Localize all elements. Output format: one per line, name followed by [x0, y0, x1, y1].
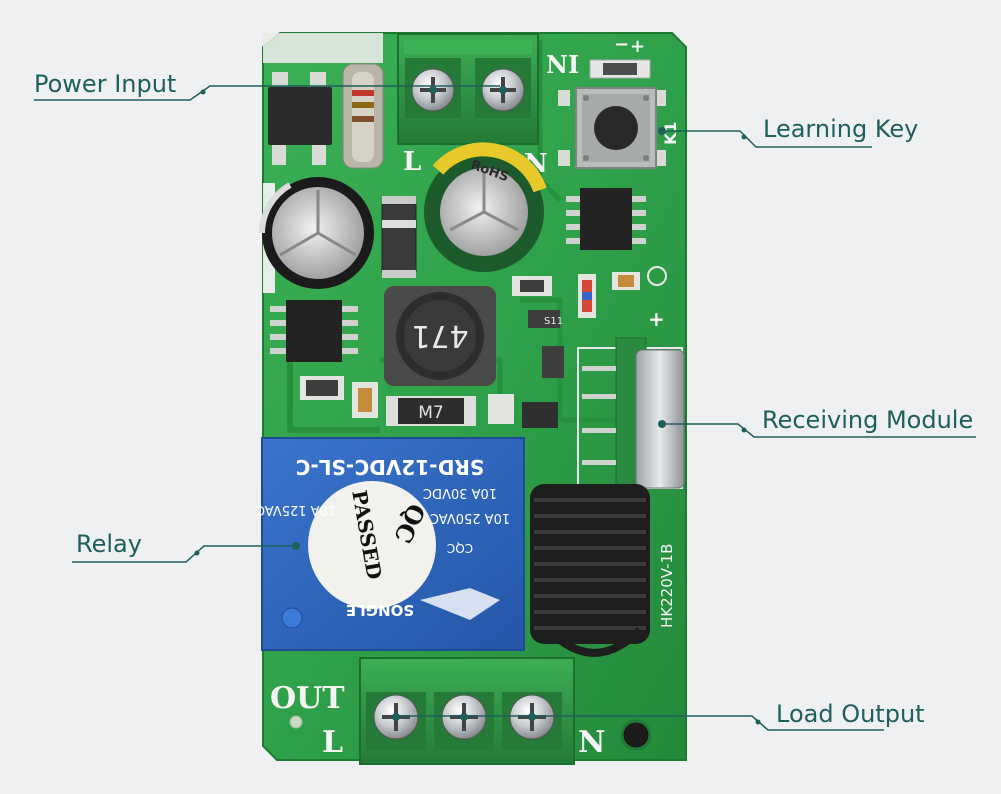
receiving-module-line: [662, 423, 976, 438]
rectifier-diode: [381, 196, 417, 278]
relay-model-text: SRD-12VDC-SL-C: [296, 455, 485, 479]
resistor: [342, 63, 384, 169]
relay-rating-1: 10A 30VDC: [423, 485, 497, 500]
m7-diode: [386, 396, 476, 426]
relay-rating-3: 10A 125VAC: [256, 502, 336, 517]
regulator-chip: [268, 72, 332, 165]
model-label: HK220V-1B: [658, 544, 676, 628]
smd-code-label: S11: [544, 316, 563, 327]
k1-label: K1: [661, 121, 680, 145]
inductor: [384, 286, 496, 386]
receiving-module: [577, 337, 685, 491]
mounting-holes: [289, 715, 652, 751]
driver-chip: [270, 300, 358, 362]
mcu-chip: [566, 188, 646, 250]
out-l-label: L: [322, 725, 343, 760]
antenna-coil: [530, 484, 650, 657]
power-input-terminal: [397, 33, 539, 145]
plus-label: +: [630, 36, 645, 57]
callout-lines: [34, 85, 976, 731]
led: [589, 59, 651, 79]
learning-key-button: [558, 87, 666, 169]
smd-parts: [300, 266, 667, 428]
out-label: OUT: [270, 681, 345, 716]
out-n-label: N: [578, 725, 605, 760]
learning-key-line: [662, 130, 872, 148]
learning-key-label: Learning Key: [763, 115, 919, 143]
capacitor-left: [259, 177, 374, 289]
plus-right-label: +: [648, 307, 665, 331]
capacitor-green: [424, 142, 547, 272]
inductor-label: 471: [411, 318, 468, 353]
relay-rating-2: 10A 250VAC: [430, 510, 510, 525]
relay-label: Relay: [76, 530, 142, 558]
relay-brand: SONGLE: [346, 601, 414, 619]
power-input-line: [34, 85, 500, 101]
receiving-module-label: Receiving Module: [762, 406, 974, 434]
ni-label: NI: [546, 50, 579, 79]
diode-label: M7: [418, 403, 443, 423]
minus-label: −: [614, 34, 629, 55]
input-l-label: L: [403, 147, 421, 177]
relay-cqc: CQC: [447, 541, 473, 555]
relay: [261, 437, 525, 651]
power-input-label: Power Input: [34, 70, 177, 98]
load-output-terminal: [359, 657, 575, 765]
load-output-label: Load Output: [776, 700, 925, 728]
